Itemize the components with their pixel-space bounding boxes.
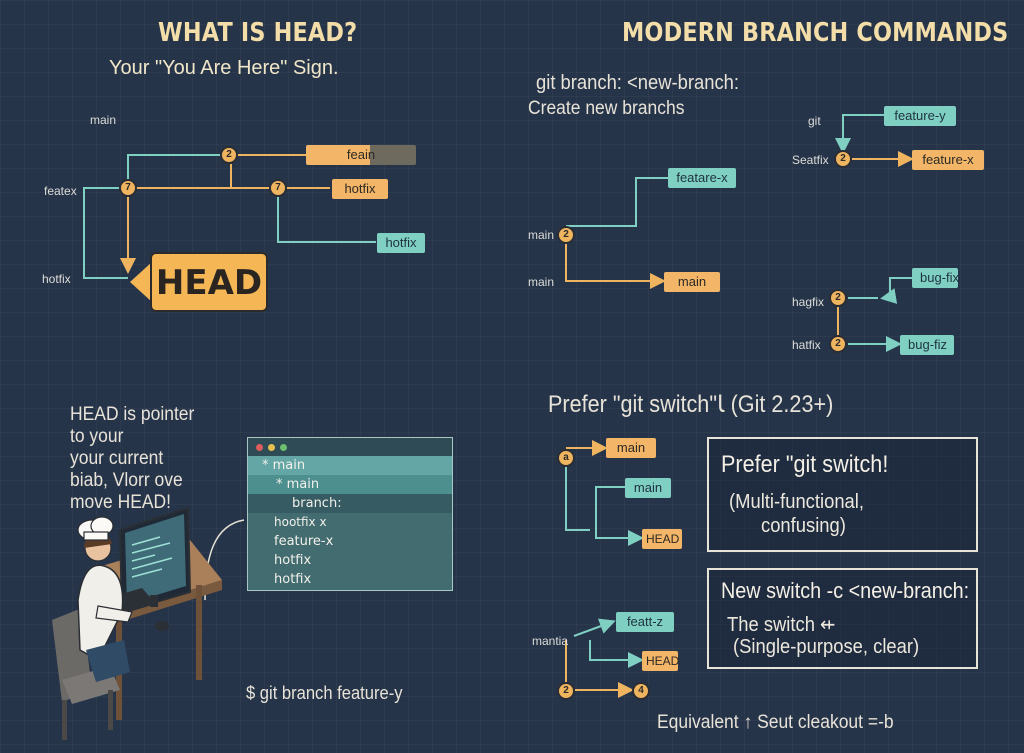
commit-node: 7: [269, 179, 287, 197]
terminal-titlebar: [248, 438, 452, 456]
box-line: confusing): [761, 515, 846, 537]
commit-node: 2: [829, 335, 847, 353]
close-dot-icon: [256, 444, 263, 451]
box-line: (Single-purpose, clear): [733, 636, 920, 658]
graph-side-label: hagfix: [792, 295, 825, 309]
branch-label-bug-fiz: bug-fiz: [900, 335, 954, 355]
terminal-line: hootfix x: [274, 515, 327, 529]
branch-label-main: main: [606, 438, 656, 458]
graph-side-label-hotfix: hotfix: [42, 272, 71, 286]
commit-node: 2: [829, 289, 847, 307]
branch-command: $ git branch feature-y: [246, 683, 403, 703]
branch-command-description: Create new branchs: [528, 98, 685, 119]
equivalent-footer: Equivalent ↑ Seut cleakout =-b: [657, 712, 894, 733]
minimize-dot-icon: [268, 444, 275, 451]
box-line: (Multi-functional,: [729, 491, 864, 513]
commit-node: 2: [557, 682, 575, 700]
branch-label-bug-fix: bug-fix: [912, 268, 959, 288]
explanation-line: move HEAD!: [70, 492, 172, 513]
head-explanation: HEAD is pointer to your your current bia…: [70, 404, 194, 514]
branch-label-feature-x: feature-x: [912, 150, 984, 170]
branch-label-featt-z: featt-z: [616, 612, 674, 632]
box-title: New switch -c <new-branch:: [721, 578, 970, 603]
graph-side-label: Seatfix: [792, 153, 829, 167]
branch-label-feature-y: feature-y: [884, 106, 956, 126]
prefer-switch-heading: Prefer "git switch"Ꙇ (Git 2.23+): [548, 391, 834, 418]
branch-label-main: main: [664, 272, 720, 292]
branch-label-main: main: [625, 478, 671, 498]
head-label: HEAD: [642, 651, 679, 671]
right-title: MODERN BRANCH COMMANDS: [622, 18, 1009, 48]
branch-label-hotfix: hotfix: [332, 179, 388, 199]
branch-label-feain: feain: [306, 145, 416, 165]
terminal-line: * main: [248, 475, 452, 494]
box-title: Prefer "git switch!: [721, 451, 889, 478]
terminal-line: * main: [248, 456, 452, 475]
terminal-line: branch:: [248, 494, 452, 513]
graph-side-label: git: [808, 114, 821, 128]
terminal-line: feature-x: [274, 534, 334, 549]
explanation-line: to your: [70, 426, 124, 447]
explanation-line: HEAD is pointer: [70, 404, 195, 425]
graph-side-label-featex: featex: [44, 184, 77, 198]
maximize-dot-icon: [280, 444, 287, 451]
commit-node: 2: [834, 150, 852, 168]
terminal-line: hotfix: [274, 572, 312, 587]
commit-node: 7: [119, 179, 137, 197]
branch-command-syntax: git branch: <new-branch:: [536, 72, 740, 94]
commit-node: 4: [632, 682, 650, 700]
commit-node: a: [557, 449, 575, 467]
prefer-switch-box: Prefer "git switch! (Multi-functional, c…: [707, 437, 978, 552]
head-label: HEAD: [642, 529, 682, 549]
graph-side-label: main: [528, 228, 555, 242]
explanation-line: biab, Vlorr ove: [70, 470, 183, 491]
commit-node: 2: [557, 226, 575, 244]
terminal-line: hotfix: [274, 553, 312, 568]
graph-side-label: hatfix: [792, 338, 821, 352]
box-line: The switch ⇷: [727, 614, 836, 636]
commit-node: 2: [220, 146, 238, 164]
branch-label-featare-x: featare-x: [668, 168, 736, 188]
graph-side-label: mantia: [532, 634, 569, 648]
head-pointer-tag: HEAD: [150, 252, 268, 312]
terminal-window: * main * main branch: hootfix x feature-…: [247, 437, 453, 591]
graph-side-label-main: main: [90, 113, 117, 127]
left-title: WHAT IS HEAD?: [158, 18, 358, 48]
head-arrow-icon: [130, 262, 152, 302]
new-switch-box: New switch -c <new-branch: The switch ⇷ …: [707, 568, 978, 669]
graph-side-label: main: [528, 275, 555, 289]
explanation-line: your current: [70, 448, 164, 469]
left-subtitle: Your "You Are Here" Sign.: [109, 57, 339, 79]
branch-label-hotfix: hotfix: [377, 233, 425, 253]
